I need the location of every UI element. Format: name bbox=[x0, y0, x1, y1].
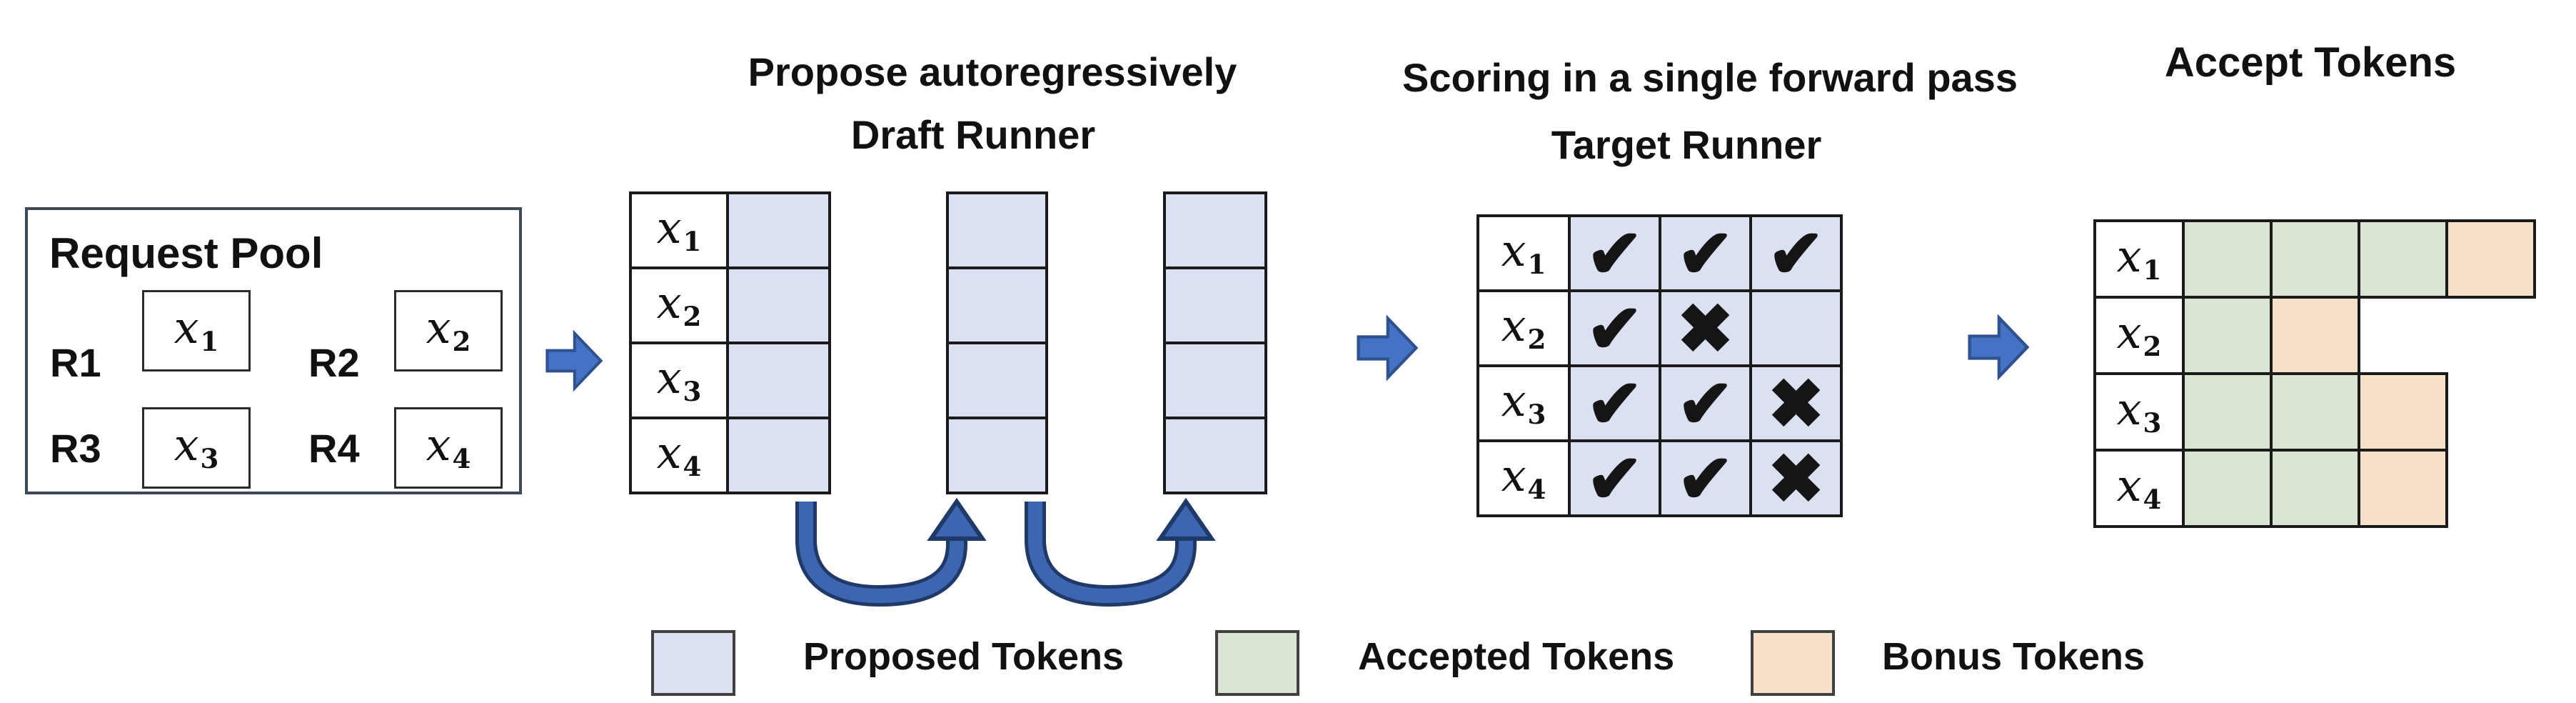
row-label-x3: x3 bbox=[2093, 372, 2185, 452]
proposed-token-cell bbox=[726, 266, 831, 344]
draft-step-column-3 bbox=[1163, 191, 1267, 494]
autoregressive-loop-arrow-icon bbox=[795, 497, 987, 607]
proposed-token-cell bbox=[1163, 417, 1267, 494]
target-score-cell: ✖ bbox=[1659, 289, 1752, 367]
proposed-token-cell bbox=[726, 191, 831, 269]
token-label-x3: x3 bbox=[173, 419, 219, 475]
token-label-x2: x2 bbox=[426, 301, 471, 358]
proposed-token-cell bbox=[946, 191, 1048, 269]
target-score-cell: ✔ bbox=[1568, 439, 1661, 517]
draft-runner-title: Draft Runner bbox=[850, 112, 1096, 157]
row-label-x3: x3 bbox=[1476, 364, 1571, 442]
legend-swatch-bonus bbox=[1751, 630, 1835, 696]
bonus-token-cell bbox=[2445, 219, 2536, 299]
row-label-x2: x2 bbox=[629, 266, 729, 344]
target-score-cell: ✖ bbox=[1749, 439, 1843, 517]
accept-token-cell bbox=[2270, 449, 2360, 528]
row-label-x2: x2 bbox=[1476, 289, 1571, 367]
flow-arrow-icon bbox=[1357, 314, 1419, 382]
request-pool-title: Request Pool bbox=[49, 229, 323, 277]
target-score-cell: ✔ bbox=[1749, 214, 1843, 292]
propose-step-title: Propose autoregressively bbox=[748, 49, 1237, 94]
accept-token-cell bbox=[2270, 219, 2360, 299]
proposed-token-cell bbox=[946, 417, 1048, 494]
row-label-x1: x1 bbox=[1476, 214, 1571, 292]
draft-row: x1 x2 x3 x4 bbox=[629, 191, 831, 494]
request-id-r2: R2 bbox=[308, 340, 360, 385]
target-score-cell bbox=[1749, 289, 1843, 367]
target-score-cell: ✔ bbox=[1568, 364, 1661, 442]
accept-token-cell bbox=[2182, 372, 2273, 452]
target-score-cell: ✔ bbox=[1659, 364, 1752, 442]
accept-token-cell bbox=[2358, 219, 2448, 299]
accept-token-cell bbox=[2270, 372, 2360, 452]
flow-arrow-icon bbox=[545, 329, 603, 392]
row-label-x1: x1 bbox=[629, 191, 729, 269]
proposed-token-cell bbox=[1163, 191, 1267, 269]
token-label-x1: x1 bbox=[173, 301, 219, 358]
request-token-box-r4: x4 bbox=[394, 407, 503, 489]
target-score-cell: ✔ bbox=[1659, 439, 1752, 517]
token-label-x4: x4 bbox=[426, 419, 471, 475]
target-score-cell: ✖ bbox=[1749, 364, 1843, 442]
row-label-x4: x4 bbox=[2093, 449, 2185, 528]
accept-token-cell bbox=[2182, 449, 2273, 528]
target-runner-table: x1 ✔ ✔ ✔ x2 ✔ ✖ x3 ✔ ✔ ✖ x4 ✔ ✔ ✖ bbox=[1476, 214, 1843, 517]
accept-tokens-title: Accept Tokens bbox=[2164, 39, 2457, 86]
accept-token-cell bbox=[2182, 296, 2273, 375]
request-token-box-r2: x2 bbox=[394, 290, 503, 372]
target-score-cell: ✔ bbox=[1568, 289, 1661, 367]
accept-tokens-table: x1 x2 x3 x4 bbox=[2093, 219, 2536, 528]
legend-label-proposed: Proposed Tokens bbox=[803, 635, 1125, 678]
request-id-r3: R3 bbox=[50, 426, 101, 471]
request-id-r1: R1 bbox=[50, 340, 101, 385]
row-label-x2: x2 bbox=[2093, 296, 2185, 375]
proposed-token-cell bbox=[1163, 266, 1267, 344]
legend-label-bonus: Bonus Tokens bbox=[1882, 635, 2145, 678]
legend-swatch-accepted bbox=[1215, 630, 1299, 696]
request-token-box-r1: x1 bbox=[142, 290, 251, 372]
target-score-cell: ✔ bbox=[1568, 214, 1661, 292]
request-token-box-r3: x3 bbox=[142, 407, 251, 489]
legend-swatch-proposed bbox=[651, 630, 735, 696]
scoring-step-title: Scoring in a single forward pass bbox=[1402, 55, 2018, 100]
proposed-token-cell bbox=[726, 341, 831, 419]
bonus-token-cell bbox=[2270, 296, 2360, 375]
row-label-x4: x4 bbox=[629, 417, 729, 494]
autoregressive-loop-arrow-icon bbox=[1025, 497, 1216, 607]
row-label-x3: x3 bbox=[629, 341, 729, 419]
bonus-token-cell bbox=[2358, 449, 2448, 528]
proposed-token-cell bbox=[726, 417, 831, 494]
proposed-token-cell bbox=[946, 266, 1048, 344]
row-label-x4: x4 bbox=[1476, 439, 1571, 517]
request-pool-panel: Request Pool R1 x1 R2 x2 R3 x3 R4 x4 bbox=[25, 207, 522, 494]
draft-step-column-2 bbox=[946, 191, 1048, 494]
bonus-token-cell bbox=[2358, 372, 2448, 452]
target-runner-title: Target Runner bbox=[1551, 122, 1822, 167]
target-score-cell: ✔ bbox=[1659, 214, 1752, 292]
accept-token-cell bbox=[2182, 219, 2273, 299]
proposed-token-cell bbox=[1163, 341, 1267, 419]
flow-arrow-icon bbox=[1968, 314, 2030, 381]
row-label-x1: x1 bbox=[2093, 219, 2185, 299]
proposed-token-cell bbox=[946, 341, 1048, 419]
legend-label-accepted: Accepted Tokens bbox=[1358, 635, 1675, 678]
request-id-r4: R4 bbox=[308, 426, 360, 471]
